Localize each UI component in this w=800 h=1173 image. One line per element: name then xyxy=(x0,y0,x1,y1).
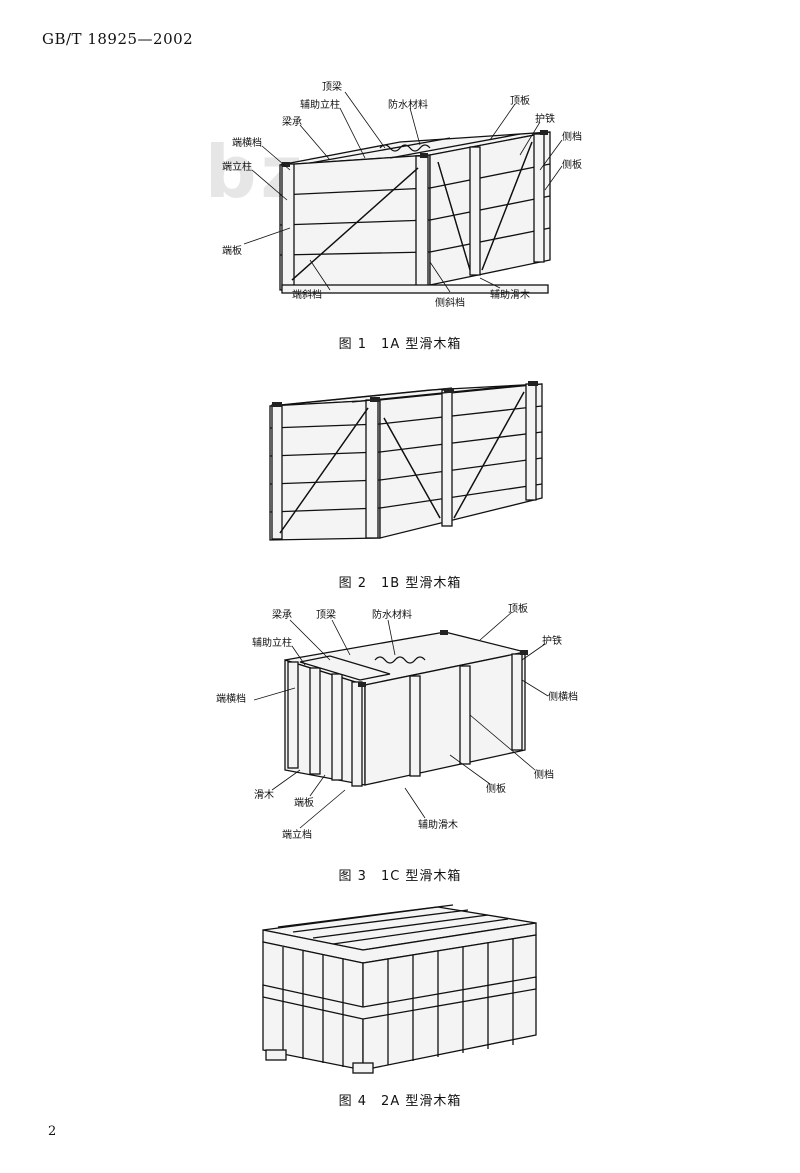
fig1-label-waterproof: 防水材料 xyxy=(388,100,428,111)
fig1-label-aux-post: 辅助立柱 xyxy=(300,100,340,111)
fig3-label-side-board: 侧板 xyxy=(486,784,506,795)
fig1-label-side-bar: 侧档 xyxy=(562,132,582,143)
fig3-label-end-crossbar: 端横档 xyxy=(216,694,246,705)
fig3-label-top-beam: 顶梁 xyxy=(316,610,336,621)
crate-1a-illustration xyxy=(279,130,551,294)
fig1-label-end-board: 端板 xyxy=(222,246,242,257)
fig1-label-side-board: 侧板 xyxy=(562,160,582,171)
fig3-label-aux-skid: 辅助滑木 xyxy=(418,820,458,831)
page-number: 2 xyxy=(48,1124,57,1139)
crate-1c-illustration xyxy=(284,630,528,787)
fig3-label-top-board: 顶板 xyxy=(508,604,528,615)
fig1-label-top-beam: 顶梁 xyxy=(322,82,342,93)
crate-1b-illustration xyxy=(269,381,543,541)
standard-number: GB/T 18925—2002 xyxy=(42,30,194,48)
figure-1-drawing xyxy=(270,120,570,300)
fig1-label-side-diagonal: 侧斜档 xyxy=(435,298,465,309)
fig1-label-aux-skid: 辅助滑木 xyxy=(490,290,530,301)
fig1-leader-lines xyxy=(243,91,563,293)
figure-4-drawing xyxy=(258,904,543,1075)
fig1-label-beam-bearing: 梁承 xyxy=(282,117,302,128)
fig1-label-end-post: 端立柱 xyxy=(222,162,252,173)
fig3-leader-lines xyxy=(253,611,549,829)
fig1-label-guard-iron: 护铁 xyxy=(535,114,555,125)
fig3-label-end-post: 端立档 xyxy=(282,830,312,841)
fig3-label-beam-bearing: 梁承 xyxy=(272,610,292,621)
figure-3-drawing xyxy=(280,630,540,790)
figure-2-caption: 图 2 1B 型滑木箱 xyxy=(338,576,462,591)
fig3-label-skid: 滑木 xyxy=(254,790,274,801)
fig3-label-end-board: 端板 xyxy=(294,798,314,809)
fig3-label-side-crossbar: 侧横档 xyxy=(548,692,578,703)
fig1-label-end-diagonal: 端斜档 xyxy=(292,290,322,301)
figure-1-caption: 图 1 1A 型滑木箱 xyxy=(338,337,462,352)
figure-2-drawing xyxy=(262,378,552,548)
fig3-label-side-bar: 侧档 xyxy=(534,770,554,781)
fig1-label-end-crossbar: 端横档 xyxy=(232,138,262,149)
fig3-label-waterproof: 防水材料 xyxy=(372,610,412,621)
fig3-label-guard-iron: 护铁 xyxy=(542,636,562,647)
figure-4-caption: 图 4 2A 型滑木箱 xyxy=(338,1094,462,1109)
fig3-label-aux-post: 辅助立柱 xyxy=(252,638,292,649)
fig1-label-top-board: 顶板 xyxy=(510,96,530,107)
crate-2a-illustration xyxy=(262,904,537,1074)
figure-3-caption: 图 3 1C 型滑木箱 xyxy=(338,869,462,884)
